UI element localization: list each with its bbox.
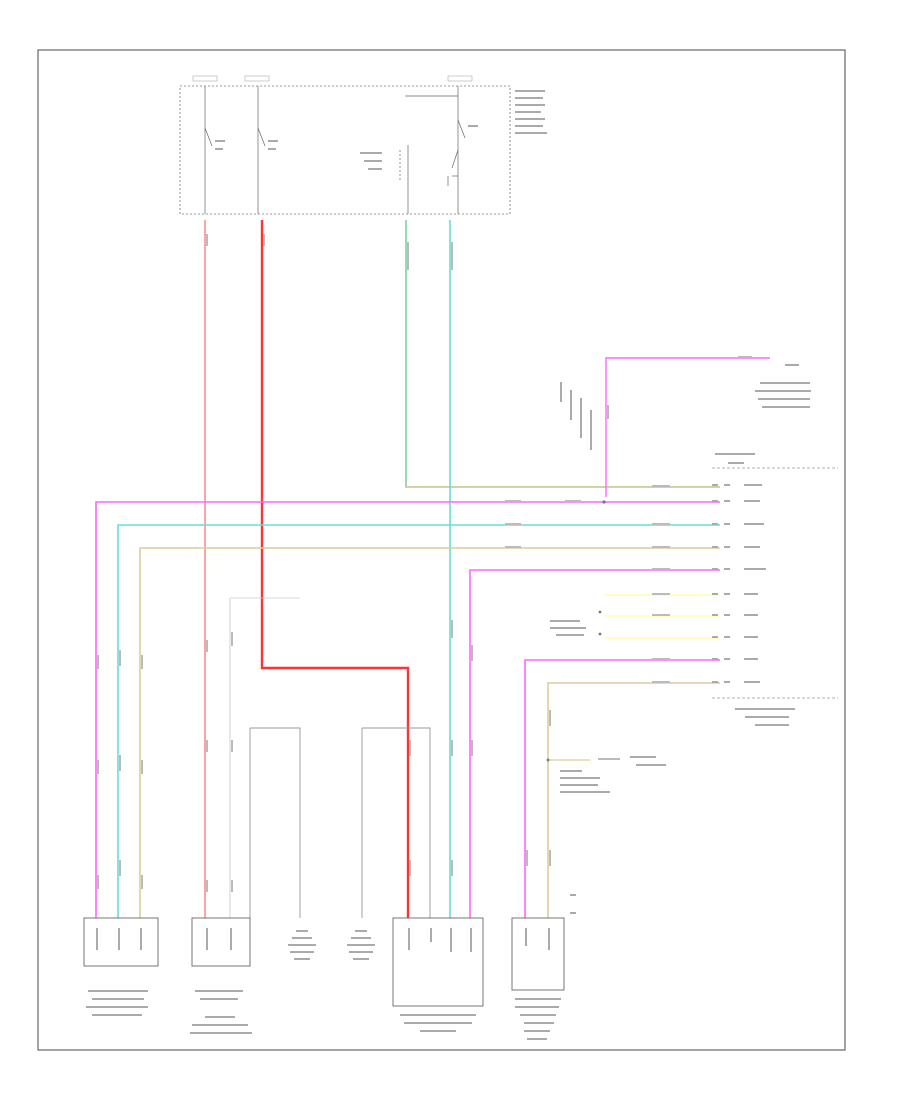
splices: [546, 500, 606, 762]
top-module: [179, 75, 547, 215]
wire-grey-2: [250, 727, 301, 918]
bottom-components: [83, 917, 565, 1040]
component-2: [191, 917, 251, 967]
wire-red-main: [260, 220, 410, 918]
ground-note: [550, 620, 586, 636]
sensor-note: [560, 756, 666, 914]
splice-note: [560, 382, 592, 450]
top-right-note: [755, 364, 811, 408]
component-1: [83, 917, 159, 967]
component-3: [392, 917, 484, 1007]
wire-pink-right: [524, 659, 720, 918]
wire-cyan-left: [117, 524, 720, 918]
wire-green-1: [405, 220, 720, 488]
wire-tan-left: [139, 547, 720, 918]
diagram-frame: [37, 49, 846, 1051]
wire-pink-center: [469, 569, 720, 918]
top-module-outline: [179, 85, 511, 215]
component-4: [511, 917, 565, 991]
wire-pink-top: [605, 357, 770, 497]
wire-tan-right: [547, 682, 720, 918]
right-connector: [712, 453, 838, 726]
wire-grey-3: [362, 727, 431, 918]
wire-tags: [97, 234, 752, 892]
